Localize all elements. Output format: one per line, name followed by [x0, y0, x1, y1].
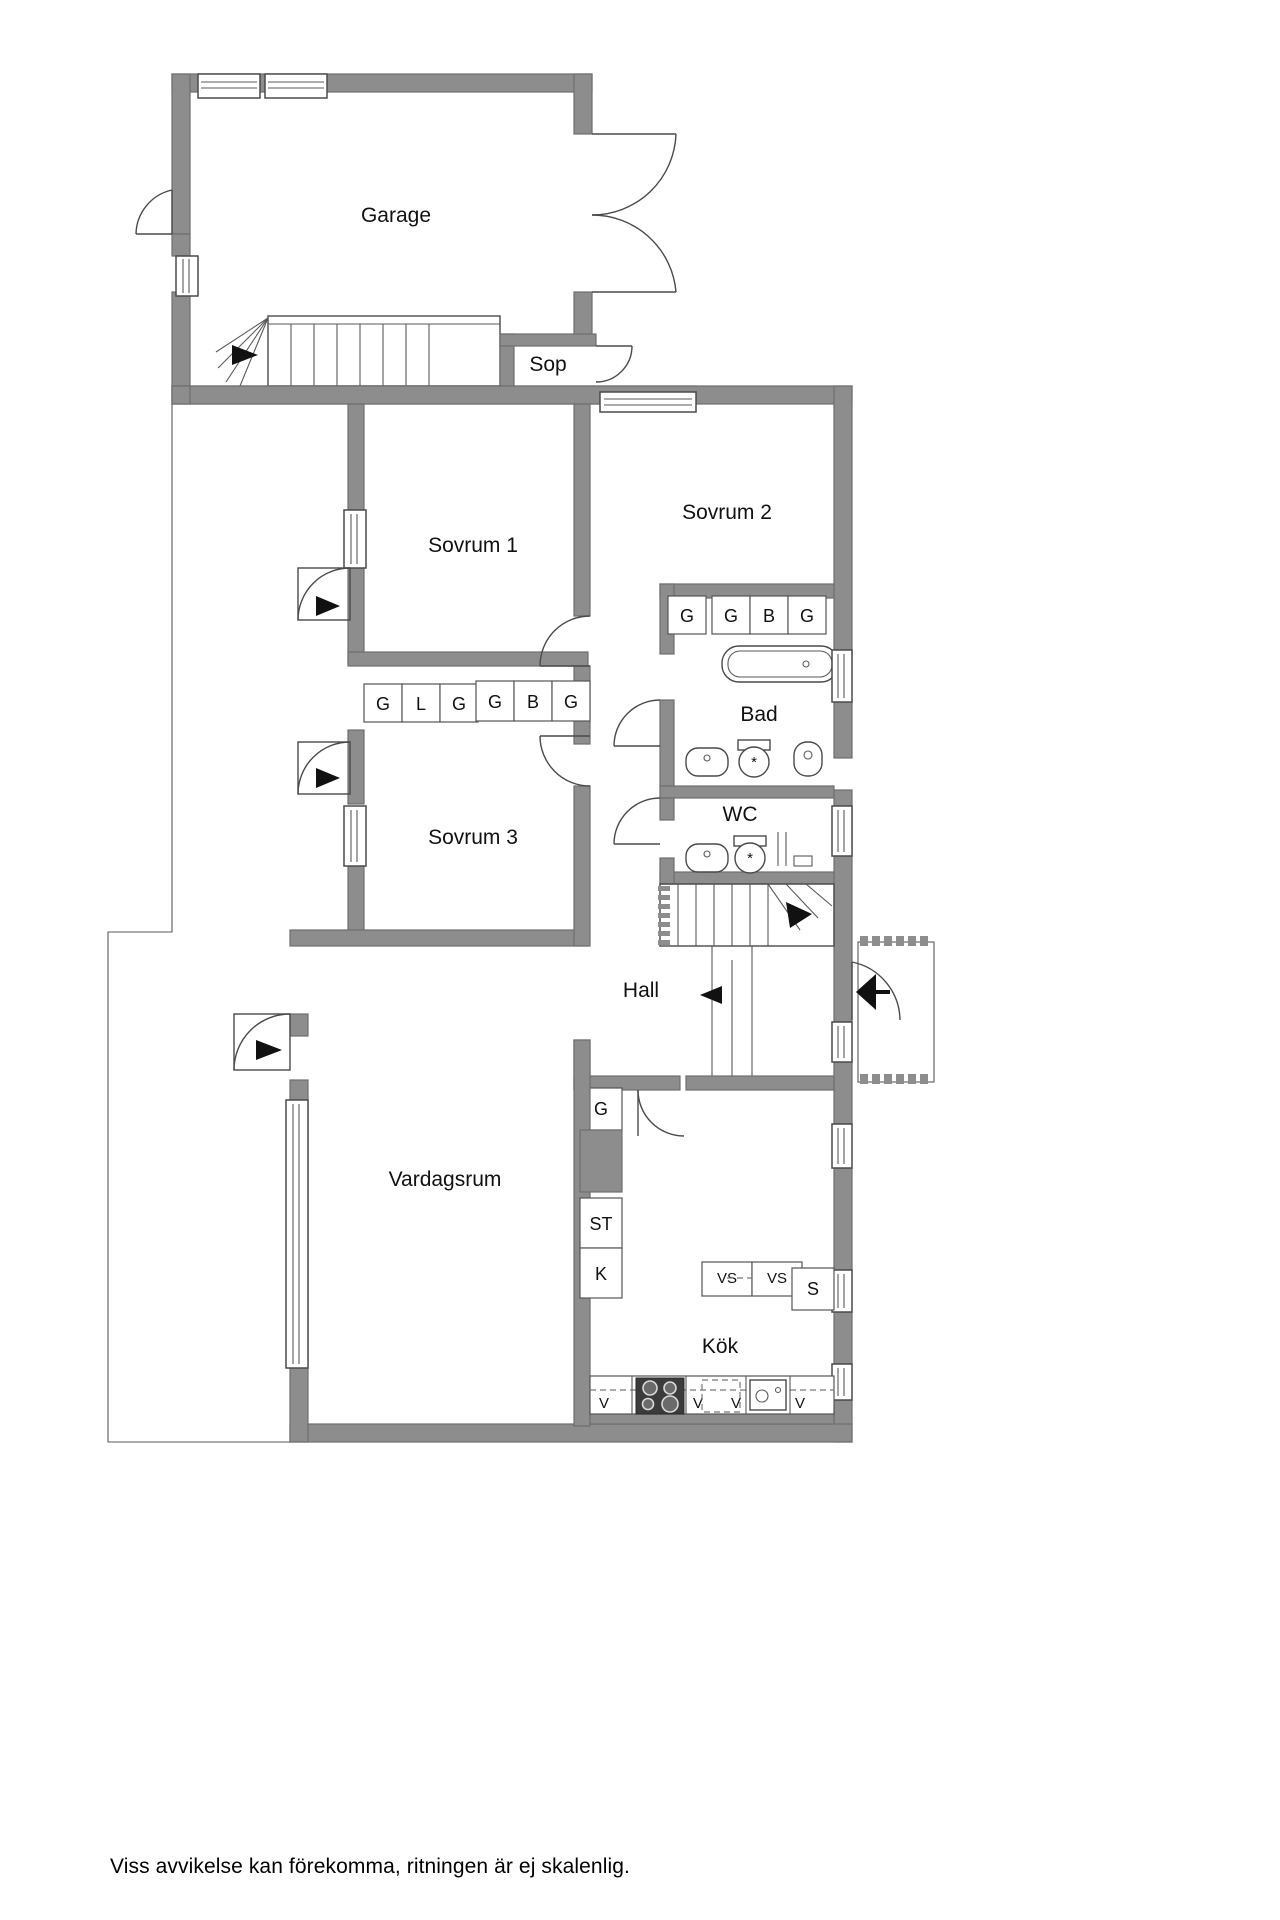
towel-rail-icon	[777, 832, 813, 867]
stair-hatch	[658, 886, 670, 945]
door-garage-side	[135, 189, 173, 235]
sink-kok-icon	[749, 1379, 787, 1411]
door-garage-main-upper	[591, 133, 677, 216]
cabinet-label-v: V	[731, 1395, 741, 1412]
room-label-sovrum1: Sovrum 1	[428, 534, 518, 557]
entry-porch	[857, 936, 935, 1084]
room-label-sovrum2: Sovrum 2	[682, 501, 772, 524]
closet-label-l: L	[416, 694, 426, 714]
dishwasher-icon	[701, 1379, 741, 1413]
window-bad	[831, 649, 853, 703]
window-sovrum3	[343, 805, 367, 867]
property-outline	[107, 404, 290, 1443]
room-label-vardagsrum: Vardagsrum	[389, 1168, 502, 1191]
window-kok-1	[831, 1123, 853, 1169]
pantry-stack: ST K	[579, 1197, 623, 1299]
svg-text:*: *	[747, 850, 753, 867]
bidet-bad-icon	[793, 741, 823, 777]
toilet-wc-icon: *	[733, 835, 767, 874]
closet-label-g: G	[800, 606, 814, 626]
cabinet-label-v: V	[599, 1395, 609, 1412]
window-kok-3	[831, 1363, 853, 1401]
room-label-sovrum3: Sovrum 3	[428, 826, 518, 849]
closet-label-st: ST	[589, 1214, 612, 1234]
closet-label-g: G	[488, 692, 502, 712]
closet-row-hall-upper: G B G	[475, 680, 591, 722]
room-label-bad: Bad	[740, 703, 777, 726]
door-sovrum3-hall	[539, 735, 591, 787]
cabinet-label-v: V	[795, 1395, 805, 1412]
room-label-hall: Hall	[623, 979, 659, 1002]
room-label-kok: Kök	[702, 1335, 739, 1358]
closet-label-g: G	[564, 692, 578, 712]
sink-wc-icon	[685, 843, 729, 873]
door-wc	[613, 797, 661, 845]
closet-label-b: B	[527, 692, 539, 712]
toilet-bad-icon: *	[737, 739, 771, 778]
cabinet-label-v: V	[693, 1395, 703, 1412]
window-garage-left	[175, 255, 199, 297]
window-sovrum2-top	[599, 391, 697, 413]
closet-label-g: G	[680, 606, 694, 626]
door-sovrum1	[297, 567, 351, 621]
kitchen-counter-top: VS VS S	[701, 1261, 835, 1311]
hall-lower-walls	[573, 1039, 835, 1091]
bath-block-walls	[659, 583, 835, 885]
window-garage-top-2	[264, 73, 328, 99]
staircase-garage	[215, 315, 501, 387]
door-garage-main-lower	[591, 214, 677, 293]
window-hall-right	[831, 1021, 853, 1063]
sink-bad-icon	[685, 747, 729, 777]
hall-stair-run	[700, 946, 753, 1076]
door-hall-lower	[637, 1089, 685, 1137]
door-bad	[613, 699, 661, 747]
door-sovrum1-hall	[539, 615, 591, 667]
staircase-hall	[658, 883, 835, 947]
closet-label-g: G	[376, 694, 390, 714]
porch-hatch-top	[860, 936, 928, 946]
svg-text:*: *	[751, 754, 757, 771]
stove-icon	[635, 1377, 685, 1415]
window-sovrum1	[343, 509, 367, 569]
closet-label-k: K	[595, 1264, 607, 1284]
window-wc	[831, 805, 853, 857]
window-kok-2	[831, 1269, 853, 1313]
plan-disclaimer-caption: Viss avvikelse kan förekomma, ritningen …	[110, 1855, 630, 1878]
closet-label-g: G	[724, 606, 738, 626]
porch-hatch-bottom	[860, 1074, 928, 1084]
counter-label-s: S	[807, 1279, 819, 1299]
closet-label-g: G	[452, 694, 466, 714]
closet-row-sovrum2: G G B G	[667, 595, 827, 635]
door-sovrum3	[297, 741, 351, 795]
front-door-icon[interactable]	[851, 961, 901, 1021]
closet-label-b: B	[763, 606, 775, 626]
kitchen-base-cabinets: V V V V	[589, 1375, 835, 1415]
door-sop	[595, 345, 633, 383]
window-vardagsrum	[285, 1099, 309, 1369]
room-label-wc: WC	[723, 803, 758, 826]
closet-row-sovrum1: G L G	[363, 683, 479, 723]
door-vardagsrum	[233, 1013, 291, 1071]
window-garage-top-1	[197, 73, 261, 99]
bedroom-partition-walls	[289, 403, 591, 947]
room-label-sop: Sop	[529, 353, 566, 376]
counter-label-vs: VS	[767, 1270, 787, 1287]
closet-label-g: G	[594, 1099, 608, 1119]
bathtub-icon	[721, 645, 839, 683]
room-label-garage: Garage	[361, 204, 431, 227]
